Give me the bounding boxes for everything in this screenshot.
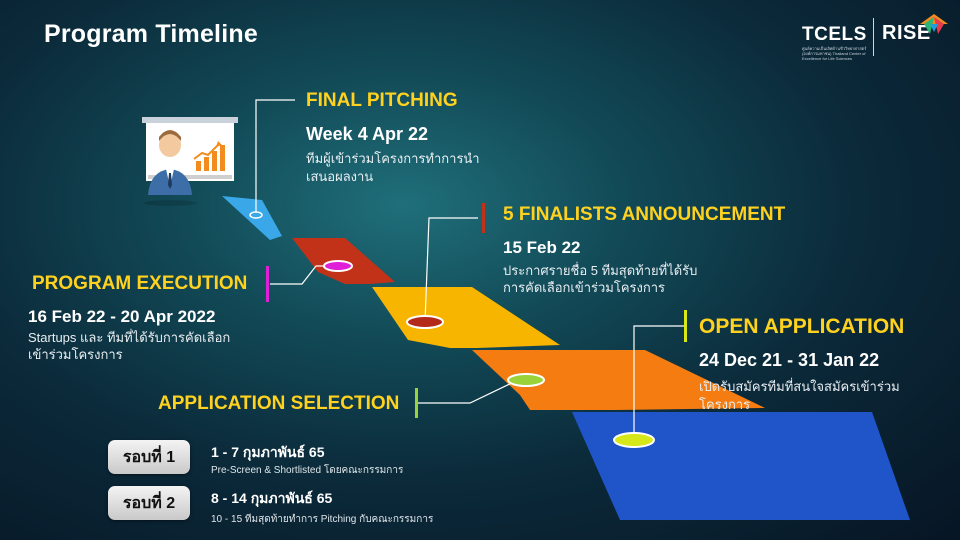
stage-application-selection: [472, 350, 765, 410]
open-application-title: OPEN APPLICATION: [699, 315, 905, 338]
marker-finalists: [406, 315, 444, 329]
finalists-desc-2: การคัดเลือกเข้าร่วมโครงการ: [503, 280, 666, 295]
marker-application-selection: [507, 373, 545, 387]
program-execution-desc-1: Startups และ ทีมที่ได้รับการคัดเลือก: [28, 330, 231, 345]
finalists-title: 5 FINALISTS ANNOUNCEMENT: [503, 204, 786, 225]
round-1-date: 1 - 7 กุมภาพันธ์ 65: [211, 444, 325, 460]
logo-divider: [873, 18, 874, 56]
open-application-desc-2: โครงการ: [699, 397, 751, 412]
marker-bar-finalists: [482, 203, 485, 233]
marker-bar-application-selection: [415, 388, 418, 418]
connector-open-application: [633, 325, 684, 440]
connector-final-pitching: [255, 99, 295, 215]
final-pitching-desc-2: เสนอผลงาน: [306, 169, 374, 184]
rise-logo: RISE: [882, 22, 931, 44]
round-2-desc: 10 - 15 ทีมสุดท้ายทำการ Pitching กับคณะก…: [211, 514, 434, 525]
open-application-date: 24 Dec 21 - 31 Jan 22: [699, 350, 880, 370]
marker-bar-program-execution: [266, 266, 269, 302]
round-2-date: 8 - 14 กุมภาพันธ์ 65: [211, 490, 333, 506]
open-application-desc-1: เปิดรับสมัครทีมที่สนใจสมัครเข้าร่วม: [699, 379, 900, 394]
stage-open-application: [572, 412, 910, 520]
final-pitching-title: FINAL PITCHING: [306, 90, 458, 111]
rise-wing-icon: [920, 14, 948, 34]
finalists-desc-1: ประกาศรายชื่อ 5 ทีมสุดท้ายที่ได้รับ: [503, 263, 698, 278]
round-1-desc: Pre-Screen & Shortlisted โดยคณะกรรมการ: [211, 465, 404, 476]
connector-application-selection: [418, 379, 519, 404]
marker-final-pitching: [249, 211, 263, 219]
tcels-logo-subtitle: ศูนย์ความเป็นเลิศด้านชีววิทยาศาสตร์ (องค…: [802, 46, 867, 61]
presenter-chart-icon: [142, 117, 238, 206]
final-pitching-date: Week 4 Apr 22: [306, 124, 429, 144]
final-pitching-desc-1: ทีมผู้เข้าร่วมโครงการทำการนำ: [306, 151, 480, 166]
connector-finalists: [424, 217, 478, 323]
program-execution-desc-2: เข้าร่วมโครงการ: [28, 347, 123, 362]
marker-open-application: [613, 432, 655, 448]
marker-program-execution: [323, 260, 353, 272]
finalists-date: 15 Feb 22: [503, 238, 581, 257]
round-2-badge: รอบที่ 2: [108, 486, 190, 520]
marker-bar-open-application: [684, 310, 687, 342]
tcels-logo: TCELS: [802, 24, 867, 45]
program-execution-title: PROGRAM EXECUTION: [32, 273, 248, 294]
round-1-badge: รอบที่ 1: [108, 440, 190, 474]
program-execution-date: 16 Feb 22 - 20 Apr 2022: [28, 307, 216, 326]
application-selection-title: APPLICATION SELECTION: [158, 393, 400, 414]
stage-finalists: [372, 287, 560, 348]
page-title: Program Timeline: [44, 20, 258, 48]
